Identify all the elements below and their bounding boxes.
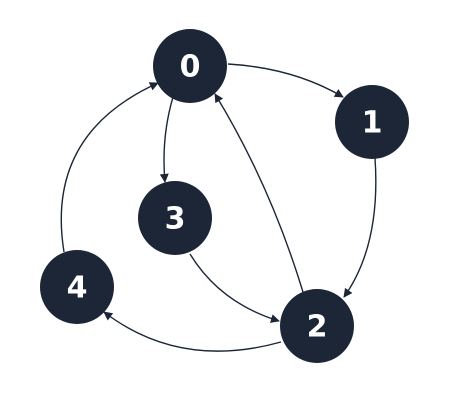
- nodes-layer: 0 1 2 3 4: [40, 29, 409, 363]
- node-1-label: 1: [362, 106, 383, 141]
- edge-0-to-1: [227, 63, 344, 98]
- node-1: 1: [335, 85, 409, 159]
- edges-layer: [60, 63, 377, 352]
- node-4-label: 4: [67, 271, 88, 306]
- node-3-label: 3: [165, 202, 186, 237]
- node-4-circle: [40, 250, 114, 324]
- node-0-circle: [153, 29, 227, 103]
- node-2: 2: [280, 289, 354, 363]
- node-3-circle: [138, 181, 212, 255]
- edge-4-to-0: [60, 82, 159, 253]
- node-1-circle: [335, 85, 409, 159]
- node-4: 4: [40, 250, 114, 324]
- node-0-label: 0: [180, 50, 201, 85]
- edge-3-to-2: [189, 253, 280, 323]
- edge-2-to-0: [214, 93, 304, 293]
- node-2-label: 2: [307, 310, 328, 345]
- edge-0-to-3: [159, 96, 174, 183]
- edge-1-to-2: [343, 157, 377, 298]
- node-0: 0: [153, 29, 227, 103]
- node-2-circle: [280, 289, 354, 363]
- edge-2-to-4: [103, 311, 282, 352]
- node-3: 3: [138, 181, 212, 255]
